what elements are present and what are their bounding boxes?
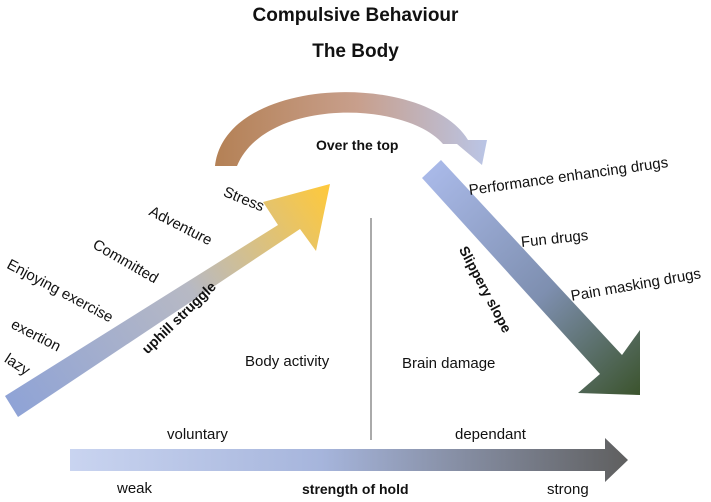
uphill-struggle-arrow	[5, 184, 330, 417]
diagram-title: Compulsive Behaviour	[252, 5, 459, 26]
diagram-subtitle: The Body	[312, 41, 399, 62]
over-the-top-curve-arrow	[215, 92, 487, 166]
peak-label: Over the top	[316, 137, 399, 153]
scale-state-right: dependant	[455, 426, 526, 443]
region-label-right: Brain damage	[402, 355, 496, 372]
scale-end-right: strong	[547, 481, 589, 498]
scale-label: strength of hold	[302, 481, 409, 497]
region-label-left: Body activity	[245, 353, 330, 370]
strength-scale-arrow	[70, 438, 628, 482]
scale-state-left: voluntary	[167, 426, 228, 443]
slippery-slope-arrow	[422, 160, 640, 395]
scale-end-left: weak	[117, 480, 153, 497]
